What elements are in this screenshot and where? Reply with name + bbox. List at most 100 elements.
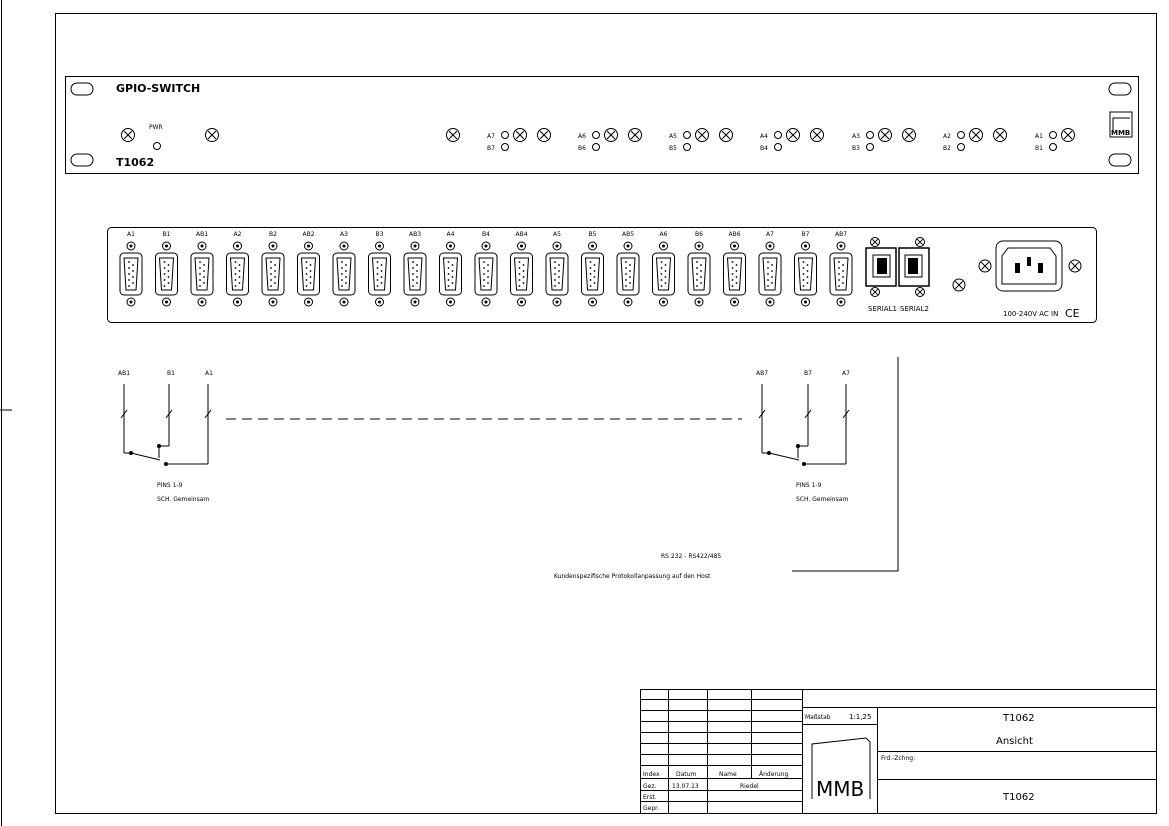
connector-pin (842, 264, 844, 266)
connector-screw-top (765, 241, 775, 251)
connector-pin (554, 273, 556, 275)
connector-pin (447, 267, 450, 269)
connector-pin (842, 276, 844, 278)
connector-pin (771, 276, 773, 278)
connector-screw-top-hole (591, 244, 594, 248)
led-label-top: A3 (852, 133, 860, 140)
connector-pin (274, 264, 276, 266)
connector-face (265, 257, 281, 291)
led-screw-b (810, 128, 824, 142)
connector-pin (487, 264, 489, 266)
led-screw-b (719, 128, 733, 142)
connector-pin (664, 264, 667, 266)
connector-screw-top (375, 241, 384, 251)
led-screw-a (695, 128, 709, 142)
connector-shell (155, 252, 178, 296)
connector-shell (332, 252, 356, 296)
connector-pin (518, 267, 521, 269)
tb-change-header: Änderung (759, 771, 788, 778)
connector-screw-top-hole (129, 244, 133, 248)
connector-pin (274, 270, 276, 272)
connector-pin (664, 282, 667, 284)
led-bottom (683, 143, 691, 151)
connector-pin (625, 267, 627, 269)
connector-face (194, 257, 210, 291)
connector-face (655, 257, 672, 291)
connector-pin (696, 261, 698, 263)
connector-screw-top (197, 241, 207, 251)
connector-screw-top (801, 241, 810, 251)
connector-screw-bottom (339, 297, 349, 307)
connector-shell (119, 252, 143, 296)
connector-face (584, 257, 601, 291)
connector-screw-bottom-hole (591, 300, 594, 304)
connector-pin (700, 282, 702, 284)
connector-pin (625, 261, 627, 263)
connector-pin (589, 273, 592, 275)
connector-label: A6 (660, 231, 668, 238)
connector-face (620, 257, 636, 291)
connector-pin (696, 273, 698, 275)
connector-screw-bottom-hole (520, 300, 523, 304)
connector-label: B4 (482, 231, 490, 238)
connector-ab4: AB4 (510, 231, 533, 307)
connector-face (726, 257, 743, 291)
connector-label: B1 (163, 231, 171, 238)
connector-screw-top (730, 241, 739, 251)
connector-pin (163, 261, 166, 263)
connector-screw-top (304, 241, 313, 251)
led-bottom (1049, 143, 1057, 151)
connector-pin (305, 279, 308, 281)
connector-pin (416, 264, 418, 266)
connector-pin (660, 285, 663, 287)
connector-screw-top (446, 241, 455, 251)
connector-screw-bottom (268, 297, 278, 307)
connector-face (478, 257, 494, 291)
connector-pin (558, 276, 560, 278)
connector-screw-bottom (588, 297, 597, 307)
connector-pin (345, 264, 347, 266)
connector-label: B6 (695, 231, 703, 238)
connector-screw-top-hole (662, 244, 665, 248)
connector-ab5: AB5 (616, 231, 640, 307)
front-panel-model: T1062 (116, 156, 154, 169)
connector-label: B3 (376, 231, 384, 238)
led-screw-b (902, 128, 916, 142)
connector-pin (132, 282, 134, 284)
connector-pin (376, 261, 379, 263)
tb-gez-name: Riedel (740, 783, 759, 790)
connector-face (229, 257, 246, 291)
connector-pin (518, 273, 521, 275)
connector-a5: A5 (545, 231, 569, 307)
sch-right-label-ab7: AB7 (756, 370, 768, 377)
connector-screw-top-hole (200, 244, 204, 248)
connector-pin (447, 261, 450, 263)
sch-right-common: SCH. Gemeinsam (796, 496, 848, 503)
power-screw-left (978, 259, 992, 273)
connector-pin (341, 285, 343, 287)
connector-screw-bottom (517, 297, 526, 307)
connector-pin (700, 264, 702, 266)
connector-pin (589, 267, 592, 269)
connector-screw-bottom-hole (165, 300, 168, 304)
sch-left-contact-2 (157, 444, 161, 448)
tb-logo-text: MMB (816, 777, 864, 801)
sch-serial-note-1: RS 232 - RS422/485 (661, 553, 721, 560)
connector-screw-bottom-hole (449, 300, 452, 304)
connector-pin (376, 273, 379, 275)
connector-pin (341, 267, 343, 269)
sch-left-label-b1: B1 (167, 370, 175, 377)
connector-screw-bottom (694, 297, 704, 307)
connector-pin (522, 264, 525, 266)
connector-ab2: AB2 (297, 231, 320, 307)
connector-pin (203, 264, 205, 266)
mounting-slot-br (1108, 153, 1132, 167)
connector-pin (483, 267, 485, 269)
connector-face (549, 257, 565, 291)
connector-pin (376, 267, 379, 269)
connector-pin (412, 273, 414, 275)
connector-label: AB2 (302, 231, 314, 238)
led-label-bottom: B4 (760, 145, 768, 152)
